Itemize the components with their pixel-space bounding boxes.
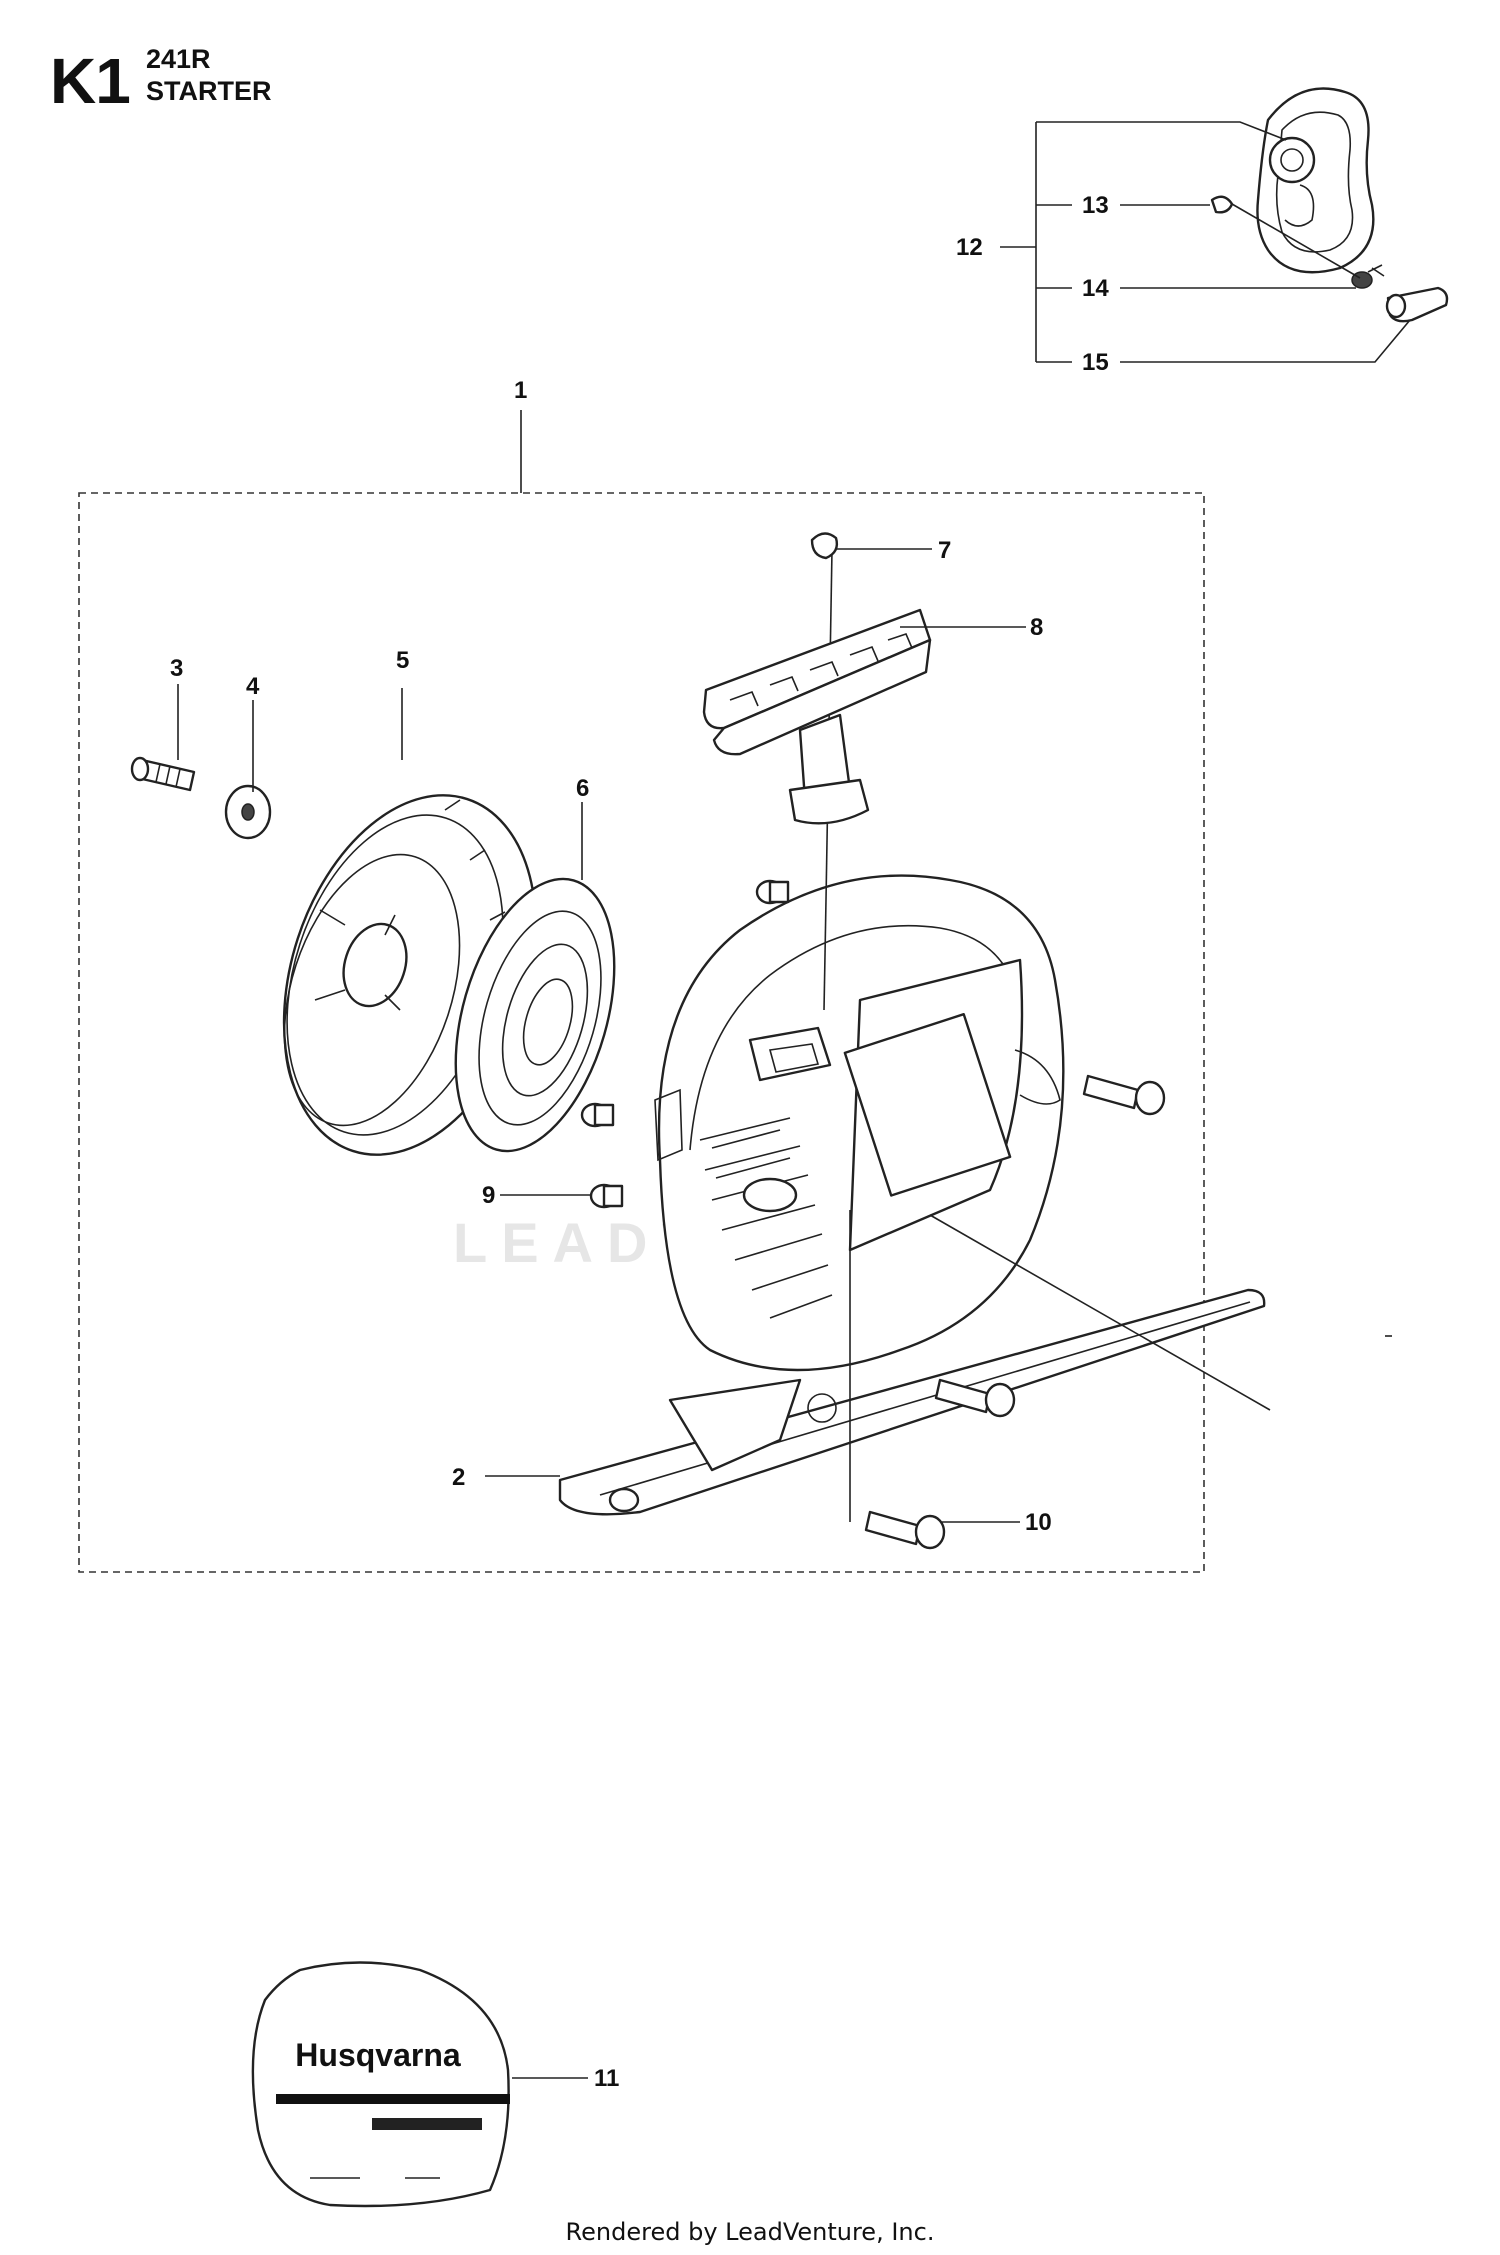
part-6-recoil-spring[interactable] bbox=[427, 861, 643, 1170]
bushing-extra-a bbox=[580, 1102, 615, 1128]
callout-10[interactable]: 10 bbox=[1025, 1509, 1052, 1536]
callout-3[interactable]: 3 bbox=[170, 655, 183, 682]
callout-7[interactable]: 7 bbox=[938, 537, 951, 564]
callout-15[interactable]: 15 bbox=[1082, 349, 1109, 376]
callout-6[interactable]: 6 bbox=[576, 775, 589, 802]
part-4-washer[interactable] bbox=[224, 784, 272, 840]
callout-8[interactable]: 8 bbox=[1030, 614, 1043, 641]
diagram-code: K1 bbox=[50, 45, 131, 117]
part-8-starter-handle[interactable] bbox=[702, 608, 932, 825]
decal-brand-text: Husqvarna bbox=[295, 2037, 461, 2073]
part-3-screw[interactable] bbox=[130, 756, 196, 792]
screw-extra-a bbox=[934, 1378, 1016, 1418]
model-number: 241R bbox=[146, 44, 211, 74]
assembly-boundary bbox=[78, 492, 1205, 1573]
part-11-decal[interactable]: Husqvarna bbox=[251, 1961, 510, 2208]
callout-14[interactable]: 14 bbox=[1082, 275, 1109, 302]
part-15-pawl-lever[interactable] bbox=[1385, 286, 1449, 323]
bushing-extra-b bbox=[755, 879, 790, 905]
callout-11[interactable]: 11 bbox=[594, 2065, 619, 2092]
part-10-screw[interactable] bbox=[864, 1510, 946, 1550]
callout-1[interactable]: 1 bbox=[514, 377, 527, 404]
callout-2[interactable]: 2 bbox=[452, 1464, 465, 1491]
callout-12[interactable]: 12 bbox=[956, 234, 983, 261]
diagram-title: STARTER bbox=[146, 76, 272, 106]
callout-5[interactable]: 5 bbox=[396, 647, 409, 674]
part-12-cover-assembly[interactable] bbox=[1256, 87, 1375, 274]
callout-9[interactable]: 9 bbox=[482, 1182, 495, 1209]
footer-credit: Rendered by LeadVenture, Inc. bbox=[565, 2218, 935, 2246]
screw-extra-b bbox=[1082, 1074, 1166, 1116]
part-2-starter-housing[interactable] bbox=[558, 874, 1266, 1516]
part-13-pawl[interactable] bbox=[1210, 195, 1234, 214]
callout-4[interactable]: 4 bbox=[246, 673, 260, 700]
part-9-bushing[interactable] bbox=[589, 1183, 624, 1209]
callout-13[interactable]: 13 bbox=[1082, 192, 1109, 219]
